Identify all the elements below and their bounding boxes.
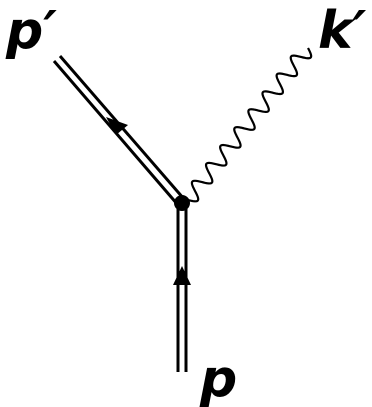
incoming-fermion-arrow-icon [173,266,191,285]
vertex-dot [174,195,190,211]
incoming-fermion-line [176,205,188,372]
incoming-fermion-label: p [199,349,237,407]
outgoing-fermion-arrow-icon [106,117,128,135]
photon-wavy-line [187,47,313,203]
photon-label: k′ [318,1,367,61]
outgoing-fermion-label: p′ [5,1,57,61]
